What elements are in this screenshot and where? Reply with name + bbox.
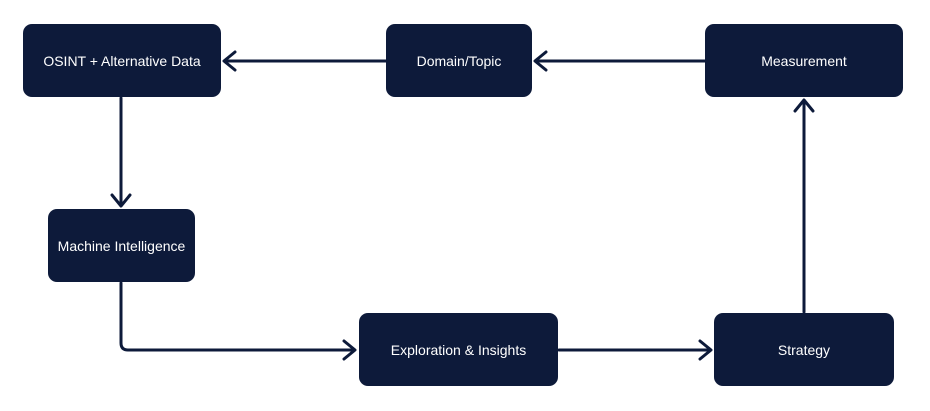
node-label: OSINT + Alternative Data	[43, 52, 201, 69]
node-exploration-insights: Exploration & Insights	[359, 313, 558, 386]
node-label: Domain/Topic	[416, 52, 502, 69]
edge-measurement-to-domain	[533, 50, 707, 72]
node-machine-intelligence: Machine Intelligence	[48, 209, 195, 282]
node-label: Exploration & Insights	[390, 341, 527, 358]
node-label: Machine Intelligence	[57, 237, 186, 254]
node-strategy: Strategy	[714, 313, 894, 386]
edge-domain-to-osint	[222, 50, 388, 72]
node-osint-alternative-data: OSINT + Alternative Data	[23, 24, 221, 97]
node-label: Measurement	[761, 52, 847, 69]
edge-machine-to-exploration	[119, 281, 357, 361]
edge-osint-to-machine	[110, 96, 132, 208]
node-domain-topic: Domain/Topic	[386, 24, 532, 97]
edge-exploration-to-strategy	[557, 339, 713, 361]
node-measurement: Measurement	[705, 24, 903, 97]
edge-strategy-to-measurement	[793, 98, 815, 314]
node-label: Strategy	[777, 341, 831, 358]
